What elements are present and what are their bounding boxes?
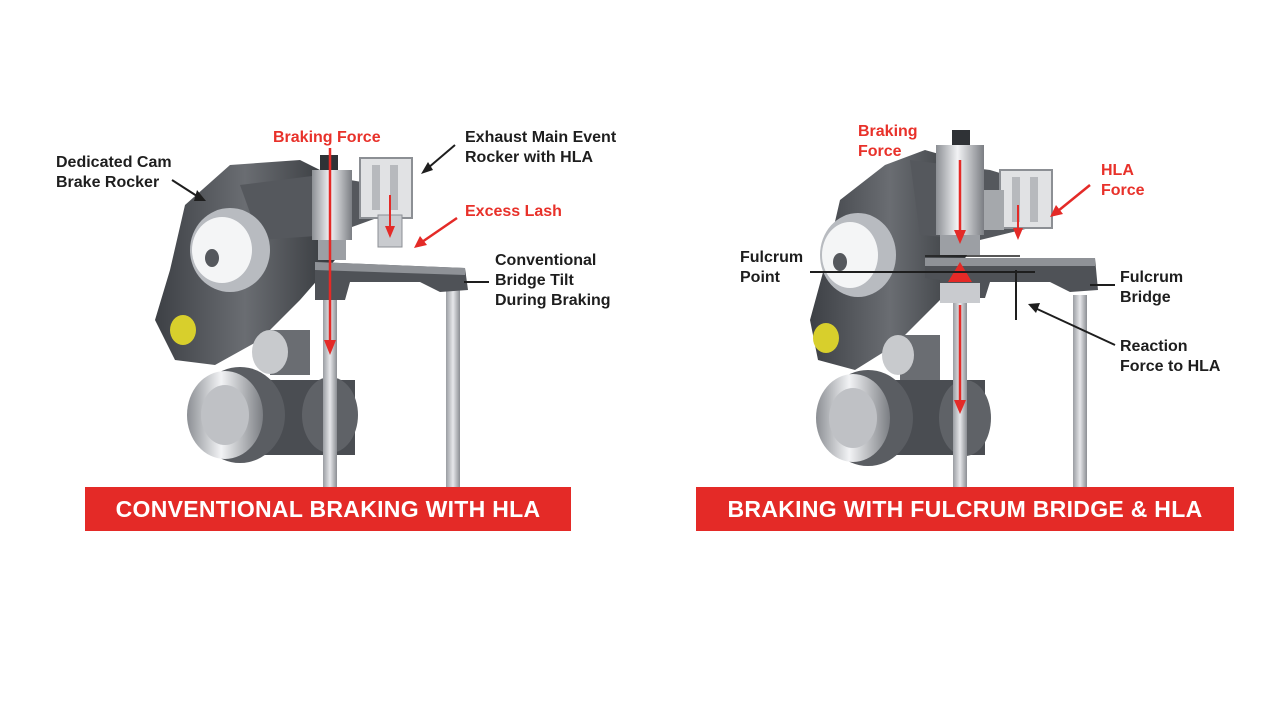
hla-down-arrow <box>385 195 395 238</box>
label-fulcrum-bridge: Fulcrum Bridge <box>1120 269 1184 306</box>
label-hla-force: HLA Force <box>1101 162 1145 199</box>
leader-lines <box>810 184 1116 346</box>
label-reaction-force: Reaction Force to HLA <box>1120 338 1221 375</box>
hla-force-arrow <box>1013 205 1023 240</box>
cam-roller <box>190 208 270 292</box>
label-fulcrum-point: Fulcrum Point <box>740 249 804 286</box>
conventional-banner: CONVENTIONAL BRAKING WITH HLA <box>85 487 571 531</box>
hla-housing <box>984 169 1053 230</box>
brake-piston <box>312 155 352 260</box>
fulcrum-bridge-panel: Braking Force HLA Force Fulcrum Point Fu… <box>640 0 1280 720</box>
fulcrum-banner: BRAKING WITH FULCRUM BRIDGE & HLA <box>696 487 1234 531</box>
label-exhaust-rocker: Exhaust Main Event Rocker with HLA <box>465 129 617 166</box>
braking-force-arrow <box>954 160 966 244</box>
conventional-mechanism-illustration <box>155 144 489 490</box>
leader-lines <box>171 144 489 283</box>
valve-stem-right <box>446 285 460 490</box>
roller-pin <box>170 315 196 345</box>
fulcrum-mechanism-illustration <box>810 130 1116 490</box>
label-cam-brake-rocker: Dedicated Cam Brake Rocker <box>56 154 172 191</box>
label-bridge-tilt: Conventional Bridge Tilt During Braking <box>495 252 611 309</box>
valve-stem-right <box>1073 295 1087 490</box>
braking-force-arrow <box>324 148 336 355</box>
label-braking-force: Braking Force <box>858 123 918 160</box>
cam-roller <box>820 213 896 297</box>
hla-housing <box>359 157 413 248</box>
conventional-bridge <box>315 262 468 300</box>
roller-pin <box>813 323 839 353</box>
label-braking-force: Braking Force <box>273 129 381 146</box>
conventional-braking-panel: Dedicated Cam Brake Rocker Braking Force… <box>56 129 617 531</box>
valve-force-arrow <box>954 305 966 414</box>
fulcrum-bridge <box>925 258 1098 303</box>
label-excess-lash: Excess Lash <box>465 203 562 220</box>
